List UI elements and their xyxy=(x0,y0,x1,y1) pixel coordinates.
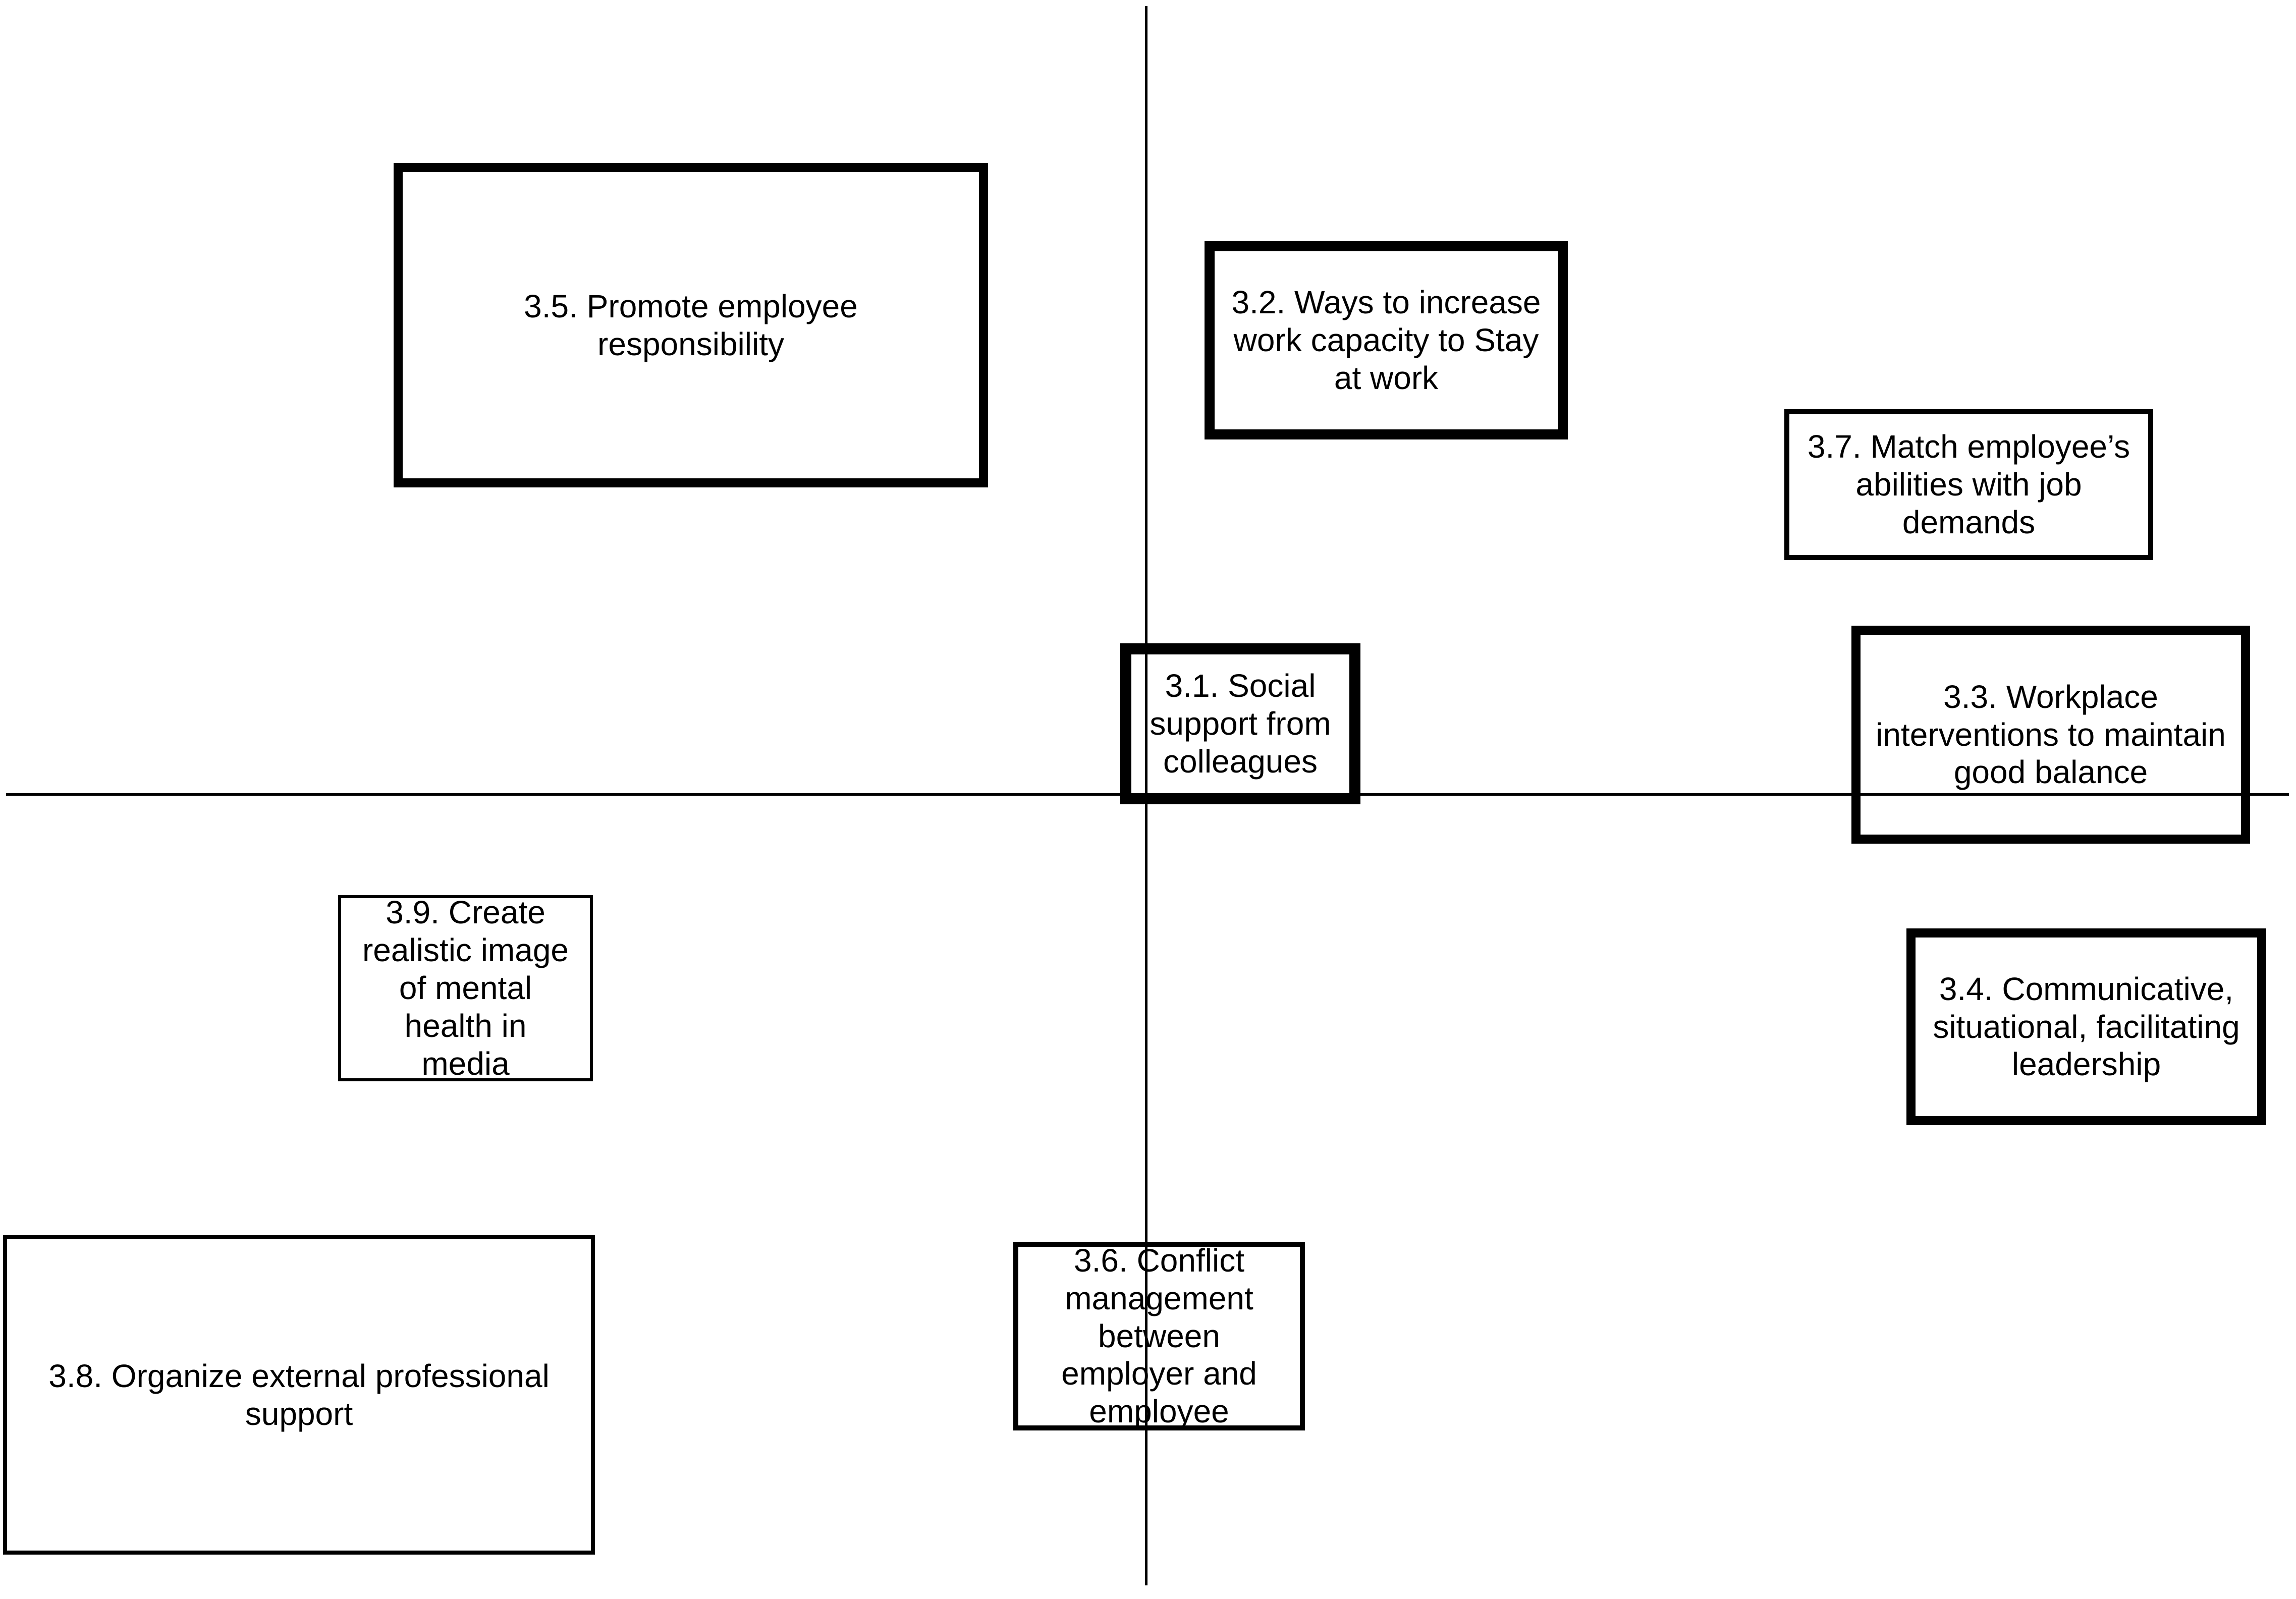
box-label: 3.4. Communicative, situational, facilit… xyxy=(1933,970,2240,1083)
box-label: 3.5. Promote employee responsibility xyxy=(524,288,858,362)
box-match-abilities-with-job-demands: 3.7. Match employee’s abilities with job… xyxy=(1784,409,2153,560)
box-realistic-image-mental-health: 3.9. Create realistic image of mental he… xyxy=(338,894,593,1082)
box-ways-to-increase-work-capacity: 3.2. Ways to increase work capacity to S… xyxy=(1205,241,1568,439)
box-social-support-from-colleagues: 3.1. Social support from colleagues xyxy=(1120,643,1360,804)
box-label: 3.9. Create realistic image of mental he… xyxy=(362,894,569,1082)
box-label: 3.7. Match employee’s abilities with job… xyxy=(1807,428,2130,540)
box-conflict-management: 3.6. Conflict management between employe… xyxy=(1013,1242,1305,1430)
box-communicative-leadership: 3.4. Communicative, situational, facilit… xyxy=(1906,928,2266,1125)
box-label: 3.1. Social support from colleagues xyxy=(1150,668,1331,780)
box-label: 3.6. Conflict management between employe… xyxy=(1061,1242,1257,1430)
box-label: 3.2. Ways to increase work capacity to S… xyxy=(1231,284,1541,396)
vertical-axis xyxy=(1145,6,1147,1585)
box-workplace-interventions: 3.3. Workplace interventions to maintain… xyxy=(1851,626,2250,844)
box-label: 3.8. Organize external professional supp… xyxy=(48,1357,550,1432)
box-label: 3.3. Workplace interventions to maintain… xyxy=(1876,678,2226,791)
box-organize-external-support: 3.8. Organize external professional supp… xyxy=(3,1235,595,1555)
box-promote-employee-responsibility: 3.5. Promote employee responsibility xyxy=(394,163,988,487)
